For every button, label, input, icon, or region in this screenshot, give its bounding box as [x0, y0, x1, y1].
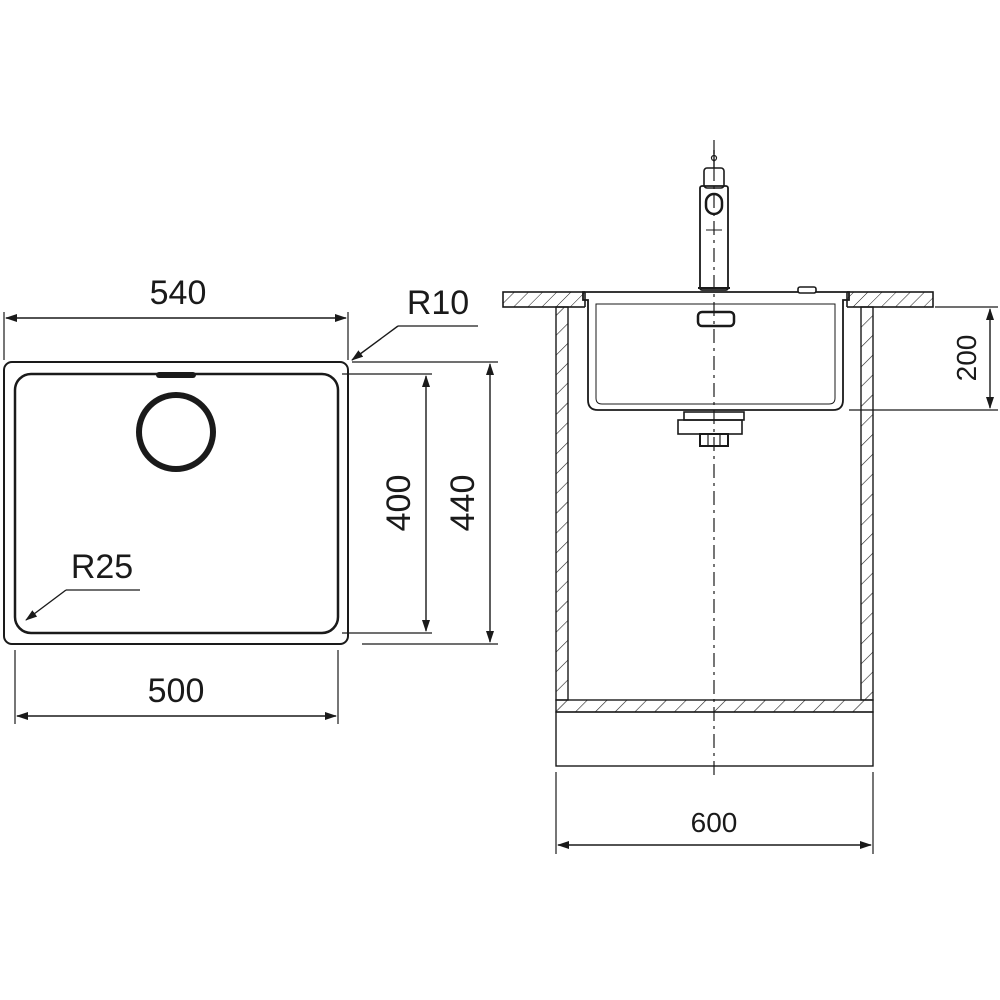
leader-r25	[25, 589, 67, 621]
drain-inner-circle	[142, 398, 210, 466]
sink-outer-rim	[3, 361, 349, 645]
overflow-outlet	[696, 310, 736, 328]
dimension-label-500: 500	[148, 672, 205, 710]
leader-r10	[351, 325, 399, 361]
side-view: 200 600	[502, 140, 998, 854]
dimension-label-r25: R25	[71, 548, 133, 586]
drain-assembly	[677, 411, 745, 447]
sink-bowl-profile	[582, 291, 850, 411]
dimension-label-540: 540	[150, 274, 207, 312]
top-view: 540 R10 400 440 R25 500	[3, 274, 498, 724]
dimension-label-200: 200	[951, 335, 982, 382]
dimension-label-r10: R10	[407, 284, 469, 322]
dimension-label-440: 440	[444, 475, 482, 532]
strainer-button	[797, 286, 817, 294]
dimension-label-400: 400	[380, 475, 418, 532]
cabinet-right-wall	[860, 306, 874, 701]
overflow-slot	[156, 372, 196, 378]
cabinet-left-wall	[555, 306, 569, 701]
dimension-label-600: 600	[691, 807, 738, 838]
